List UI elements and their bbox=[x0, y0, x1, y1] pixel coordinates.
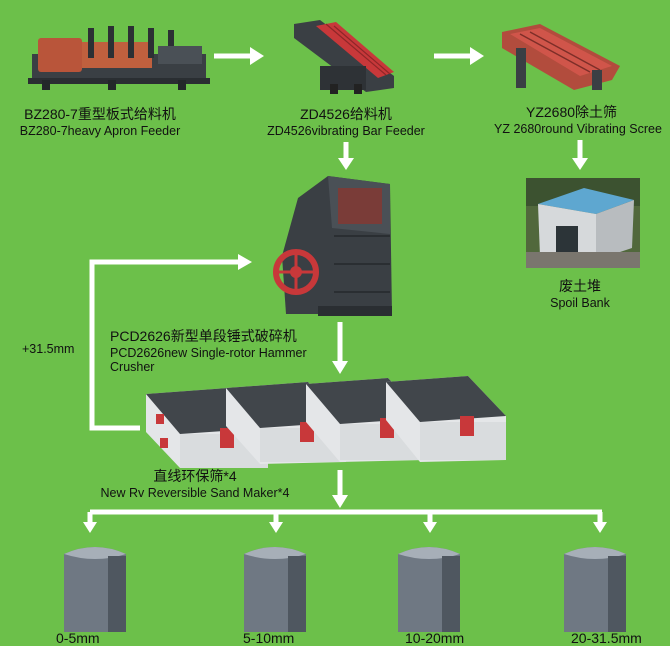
sand-maker-image bbox=[146, 376, 506, 468]
arrowhead-bar-to-crusher bbox=[338, 158, 354, 170]
apron-feeder-name-en: BZ280-7heavy Apron Feeder bbox=[19, 124, 181, 138]
arrowhead-distribution bbox=[332, 495, 348, 508]
arrowhead-20-31 bbox=[593, 522, 607, 533]
bar-feeder-name-en: ZD4526vibrating Bar Feeder bbox=[267, 124, 425, 138]
product-label-0-5: 0-5mm bbox=[56, 630, 100, 646]
hammer-crusher-name-en-2: Crusher bbox=[110, 360, 155, 374]
spoil-bank-name-en: Spoil Bank bbox=[550, 296, 610, 310]
bar-feeder-name-cn: ZD4526给料机 bbox=[300, 106, 392, 122]
arrowhead-return-loop bbox=[238, 254, 252, 270]
product-label-20-31: 20-31.5mm bbox=[571, 630, 642, 646]
vibrating-screen-label: YZ2680除土筛 YZ 2680round Vibrating Scree bbox=[494, 102, 670, 136]
arrowhead-5-10 bbox=[269, 522, 283, 533]
bar-feeder-image bbox=[294, 20, 394, 94]
sand-maker-name-en: New Rv Reversible Sand Maker*4 bbox=[100, 486, 290, 500]
arrowhead-0-5 bbox=[83, 522, 97, 533]
arrowhead-screen-to-spoil bbox=[572, 158, 588, 170]
product-label-10-20: 10-20mm bbox=[405, 630, 465, 646]
arrowhead-10-20 bbox=[423, 522, 437, 533]
silo-5-10-image bbox=[244, 547, 306, 632]
return-loop-label: +31.5mm bbox=[22, 342, 75, 356]
bar-feeder-label: ZD4526给料机 ZD4526vibrating Bar Feeder bbox=[236, 104, 456, 138]
vibrating-screen-name-cn: YZ2680除土筛 bbox=[526, 104, 618, 120]
spoil-bank-name-cn: 废土堆 bbox=[559, 278, 601, 294]
spoil-bank-image bbox=[526, 178, 640, 268]
return-loop-line bbox=[89, 259, 240, 431]
silo-10-20-image bbox=[398, 547, 460, 632]
apron-feeder-name-cn: BZ280-7重型板式给料机 bbox=[24, 106, 176, 122]
vibrating-screen-name-en: YZ 2680round Vibrating Scree bbox=[494, 122, 662, 136]
spoil-bank-label: 废土堆 Spoil Bank bbox=[530, 276, 630, 310]
sand-maker-label: 直线环保筛*4 New Rv Reversible Sand Maker*4 bbox=[90, 466, 300, 500]
silo-0-5-image bbox=[64, 547, 126, 632]
product-label-5-10: 5-10mm bbox=[243, 630, 295, 646]
arrowhead-apron-to-bar bbox=[250, 47, 264, 65]
hammer-crusher-name-en-1: PCD2626new Single-rotor Hammer bbox=[110, 346, 307, 360]
hammer-crusher-image bbox=[273, 176, 392, 316]
hammer-crusher-label: PCD2626新型单段锤式破碎机 PCD2626new Single-rotor… bbox=[110, 326, 350, 374]
hammer-crusher-name-cn: PCD2626新型单段锤式破碎机 bbox=[110, 328, 297, 344]
vibrating-screen-image bbox=[502, 24, 620, 90]
apron-feeder-label: BZ280-7重型板式给料机 BZ280-7heavy Apron Feeder bbox=[0, 104, 200, 138]
apron-feeder-image bbox=[28, 26, 210, 90]
arrowhead-crusher-to-screen bbox=[332, 361, 348, 374]
silo-20-31-image bbox=[564, 547, 626, 632]
screen-unit-4 bbox=[386, 376, 506, 462]
arrowhead-bar-to-screen bbox=[470, 47, 484, 65]
sand-maker-name-cn: 直线环保筛*4 bbox=[153, 468, 237, 484]
